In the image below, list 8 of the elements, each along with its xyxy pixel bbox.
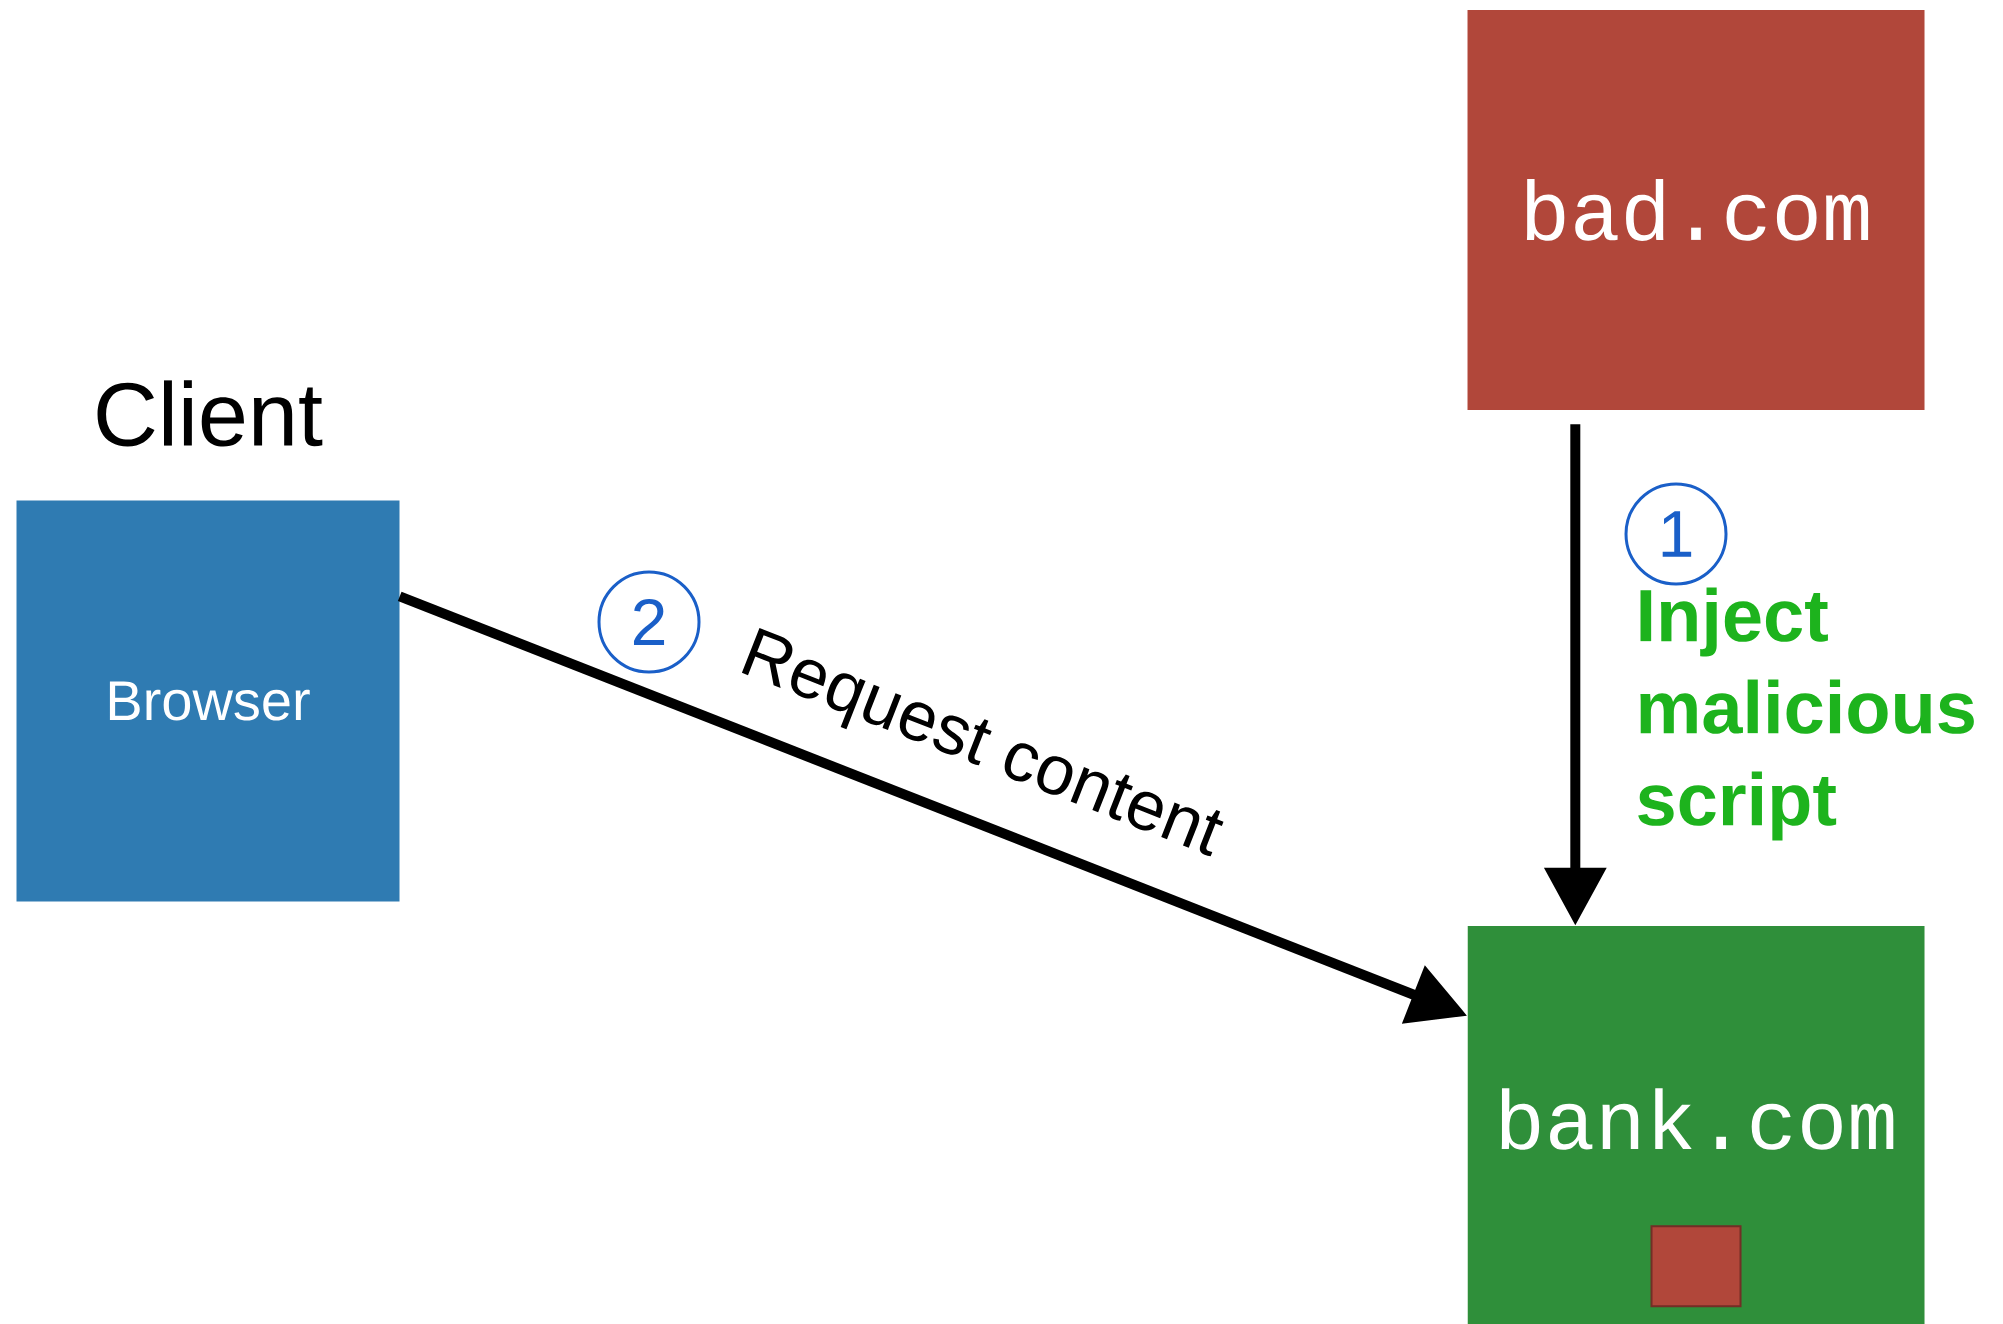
callout-number: 1 (1624, 482, 1728, 586)
heading: Client (97, 380, 323, 447)
browser-box: Browser (16, 500, 400, 902)
server-box: bad.com (1467, 10, 1925, 410)
callout-number: 2 (597, 570, 701, 674)
server-box: bank.com (1467, 926, 1925, 1324)
script-square (1650, 1225, 1742, 1308)
edge-label: Inject malicious script (1638, 587, 1974, 841)
